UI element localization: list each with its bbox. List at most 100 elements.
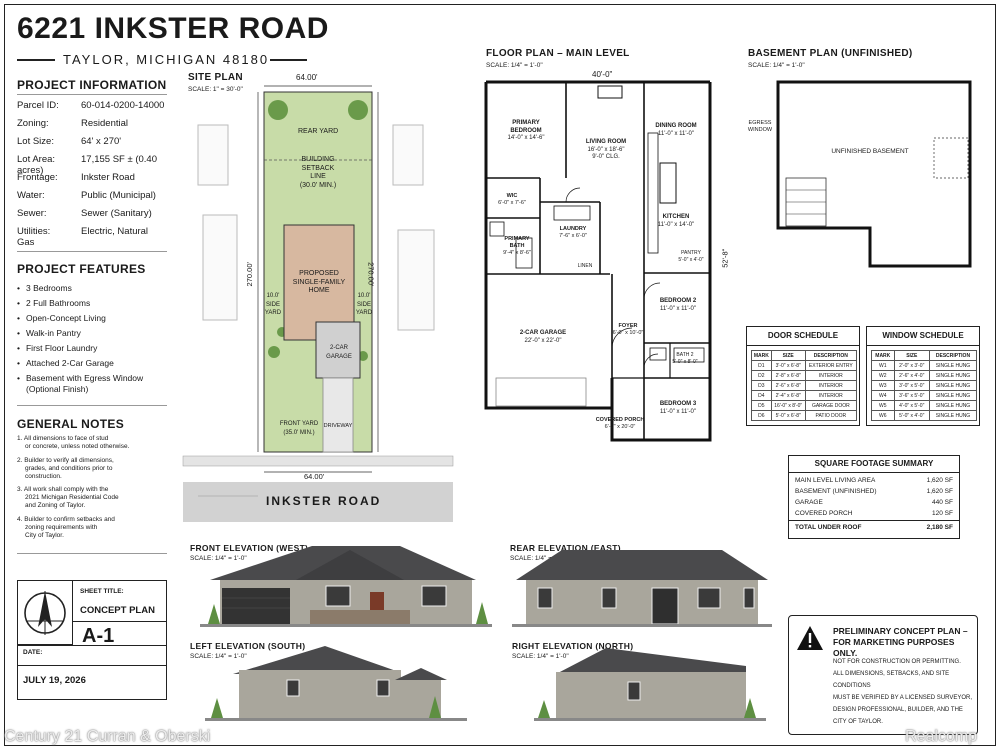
info-row: Lot Area:17,155 SF ± (0.40 acres): [17, 154, 157, 176]
room-bedroom-2: BEDROOM 2 11'-0" x 11'-0": [659, 298, 697, 312]
general-notes-heading: GENERAL NOTES: [17, 417, 125, 431]
room-dining: DINING ROOM 11'-0" x 11'-0": [655, 123, 697, 137]
room-bath-2: BATH 2 5'-0" x 8'-0": [672, 352, 698, 365]
floor-plan-scale: SCALE: 1/4" = 1'-0": [486, 62, 543, 69]
proposed-home-label: PROPOSED SINGLE-FAMILY HOME: [292, 270, 346, 294]
logo-cell: [18, 581, 73, 645]
drawing-sheet: [4, 4, 996, 746]
divider: [17, 405, 167, 406]
room-living: LIVING ROOM 16'-0" x 18'-6" 9'-0" CLG.: [585, 139, 627, 160]
note-line: or concrete, unless noted otherwise.: [25, 443, 130, 450]
note-line: City of Taylor.: [25, 532, 64, 539]
right-elevation-scale: SCALE: 1/4" = 1'-0": [512, 653, 569, 660]
site-garage-label: 2-CAR GARAGE: [326, 345, 352, 360]
watermark-left: Century 21 Curran & Oberski: [4, 728, 211, 745]
page-title: 6221 INKSTER ROAD: [17, 12, 329, 45]
feature-item: First Floor Laundry: [17, 343, 167, 354]
disclaimer-box: PRELIMINARY CONCEPT PLAN – FOR MARKETING…: [788, 615, 978, 735]
feature-item: Attached 2-Car Garage: [17, 358, 167, 369]
site-width-top: 64.00': [296, 73, 318, 82]
page-subtitle: TAYLOR, MICHIGAN 48180: [63, 52, 270, 67]
room-linen: LINEN: [577, 263, 593, 269]
divider: [73, 621, 166, 622]
feature-item: 3 Bedrooms: [17, 283, 167, 294]
note-line: zoning requirements with: [25, 524, 98, 531]
side-yard-left-label: 10.0' SIDE YARD: [264, 293, 282, 316]
side-yard-right-label: 10.0' SIDE YARD: [355, 293, 373, 316]
site-plan: SITE PLAN SCALE: 1" = 30'-0" 64.0: [178, 70, 458, 530]
floor-plan-drawing: [484, 80, 712, 442]
info-row: Sewer:Sewer (Sanitary): [17, 208, 152, 219]
divider: [18, 665, 166, 666]
sheet-title: CONCEPT PLAN: [80, 605, 155, 616]
site-plan-scale: SCALE: 1" = 30'-0": [188, 86, 243, 93]
left-elevation-drawing: [205, 646, 467, 721]
basement-scale: SCALE: 1/4" = 1'-0": [748, 62, 805, 69]
room-covered-porch: COVERED PORCH 6'-0" x 20'-0": [595, 417, 645, 430]
unfinished-basement-label: UNFINISHED BASEMENT: [831, 148, 909, 155]
feature-item-continued: (Optional Finish): [26, 384, 89, 394]
warning-icon: [797, 626, 823, 650]
title-rule-right: [270, 59, 307, 61]
front-yard-label: FRONT YARD (35.0' MIN.): [279, 421, 319, 436]
room-primary-bedroom: PRIMARY BEDROOM 14'-0" x 14'-6": [507, 120, 545, 141]
title-rule-left: [17, 59, 55, 61]
sqft-row: BASEMENT (UNFINISHED)1,620 SF: [795, 488, 953, 495]
note-line: 2. Builder to verify all dimensions,: [17, 457, 114, 464]
floor-plan-width: 40'-0": [592, 70, 613, 79]
date-label: DATE:: [23, 649, 43, 656]
site-plan-drawing: [182, 85, 454, 522]
setback-label: BUILDING SETBACK LINE (30.0' MIN.): [299, 156, 337, 189]
info-row: Utilities:Electric, Natural Gas: [17, 226, 149, 248]
room-pantry: PANTRY 5'-0" x 4'-0": [678, 250, 704, 263]
room-garage: 2-CAR GARAGE 22'-0" x 22'-0": [519, 330, 567, 344]
watermark-right: Realcomp: [905, 728, 978, 745]
info-row: Frontage:Inkster Road: [17, 172, 135, 183]
divider: [17, 94, 167, 95]
sheet-title-label: SHEET TITLE:: [80, 588, 124, 595]
note-line: and Zoning of Taylor.: [25, 502, 86, 509]
room-laundry: LAUNDRY 7'-6" x 6'-0": [559, 226, 587, 239]
site-plan-heading: SITE PLAN: [188, 72, 243, 83]
disclaimer-heading: PRELIMINARY CONCEPT PLAN – FOR MARKETING…: [833, 626, 968, 658]
road-label: INKSTER ROAD: [266, 494, 382, 508]
rear-elevation-scale: SCALE: 1/4" = 1'-0": [510, 555, 567, 562]
note-line: 1. All dimensions to face of stud: [17, 435, 109, 442]
rear-elevation-title: REAR ELEVATION (EAST): [510, 543, 621, 553]
info-row: Water:Public (Municipal): [17, 190, 156, 201]
left-elevation-title: LEFT ELEVATION (SOUTH): [190, 641, 306, 651]
front-elevation-drawing: [200, 546, 492, 627]
front-elevation-scale: SCALE: 1/4" = 1'-0": [190, 555, 247, 562]
site-width-bottom: 64.00': [304, 472, 325, 481]
info-row: Parcel ID:60-014-0200-14000: [17, 100, 165, 111]
square-footage-summary: SQUARE FOOTAGE SUMMARY MAIN LEVEL LIVING…: [788, 455, 960, 539]
front-elevation-title: FRONT ELEVATION (WEST): [190, 543, 309, 553]
note-line: grades, and conditions prior to: [25, 465, 113, 472]
note-line: 4. Builder to confirm setbacks and: [17, 516, 115, 523]
left-elevation-scale: SCALE: 1/4" = 1'-0": [190, 653, 247, 660]
basement-drawing: [776, 80, 972, 268]
info-row: Lot Size:64' x 270': [17, 136, 122, 147]
driveway-label: DRIVEWAY: [323, 423, 353, 429]
feature-item: 2 Full Bathrooms: [17, 298, 167, 309]
site-depth-right: 270.00': [366, 262, 376, 287]
